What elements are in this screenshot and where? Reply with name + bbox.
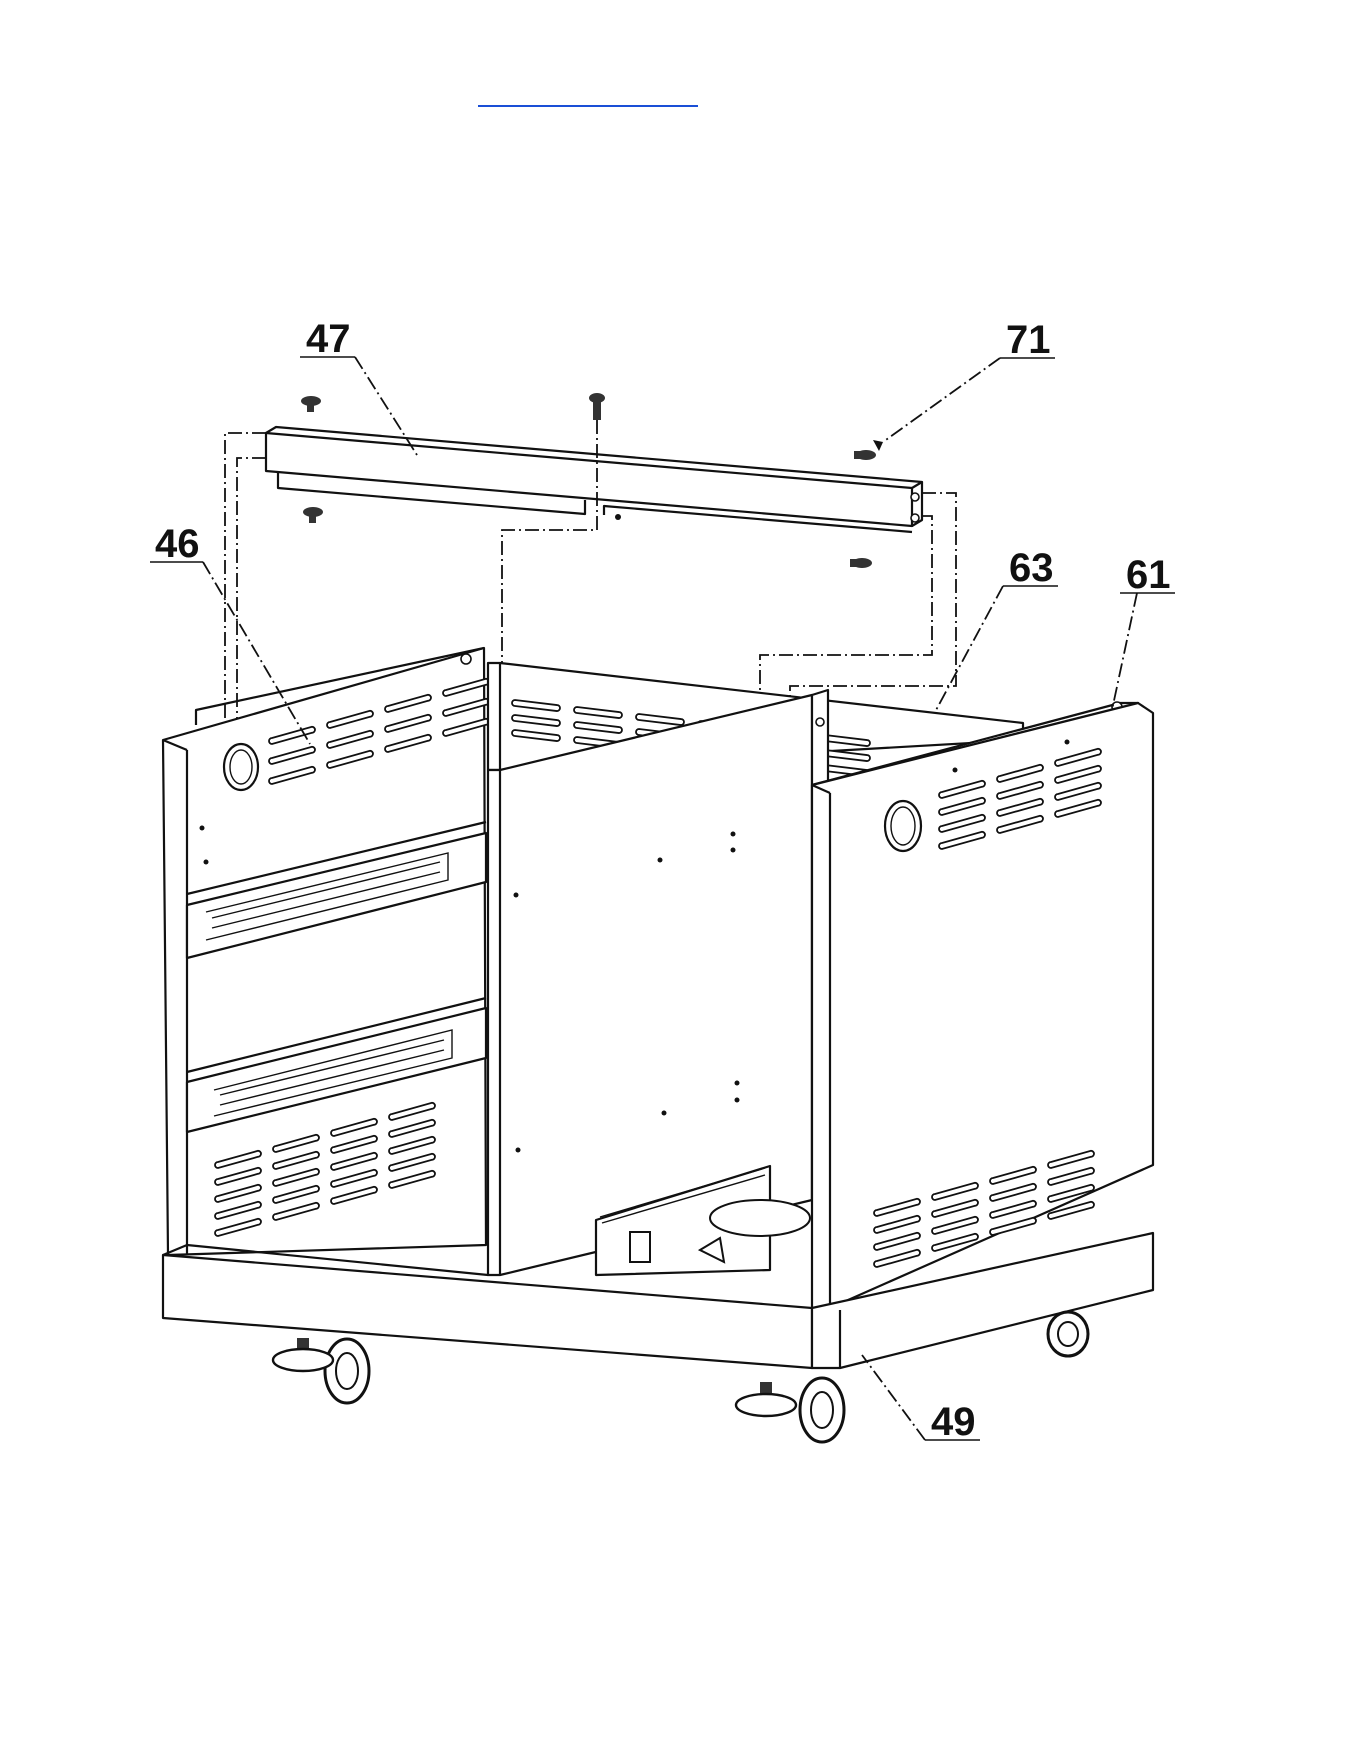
leveling-foot-icon [273,1338,333,1371]
caster-wheel-icon [800,1378,844,1442]
left-side-panel [163,648,489,1255]
vent-slot [822,750,870,761]
screw-icon [854,450,876,460]
top-brace-bar [266,427,922,532]
leveling-foot-icon [736,1382,796,1416]
part-label-61: 61 [1126,553,1171,597]
caster-wheel-icon [1048,1312,1088,1356]
part-label-46: 46 [155,522,200,566]
right-side-panel [812,702,1153,1308]
screw-icon [589,393,605,420]
screw-icon [301,396,321,412]
part-label-49: 49 [931,1400,976,1444]
screw-icon [303,507,323,523]
part-label-63: 63 [1009,546,1054,590]
part-label-47: 47 [306,317,351,361]
caster-wheel-icon [325,1339,369,1403]
screw-icon [850,558,872,568]
part-label-71: 71 [1006,318,1051,362]
